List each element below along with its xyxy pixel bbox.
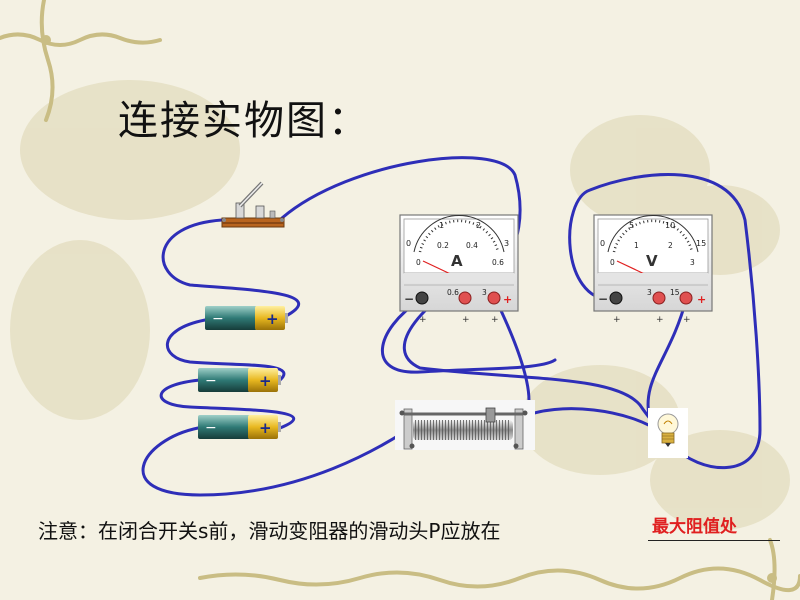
voltmeter-terminal-label-15: 15 xyxy=(670,288,680,297)
answer-blank-line xyxy=(648,540,780,541)
ammeter-icon[interactable]: 0 1 2 3 0.2 0.4 0 0.6 A − 0.6 3 + + + + xyxy=(399,214,519,325)
voltmeter-scale-top-0: 0 xyxy=(600,239,605,248)
knife-switch-icon[interactable] xyxy=(221,181,285,228)
voltmeter-scale-bottom-0: 0 xyxy=(610,258,615,267)
voltmeter-terminal-neg[interactable] xyxy=(609,291,623,305)
voltmeter-terminal-pos-label: + xyxy=(697,293,706,306)
ammeter-terminal-pos-label: + xyxy=(503,293,512,306)
voltmeter-scale-top-1: 5 xyxy=(629,221,634,230)
battery-pos-label: + xyxy=(266,310,279,328)
light-bulb-icon[interactable] xyxy=(648,408,688,458)
wire-rheostat-to-bulb xyxy=(518,407,662,434)
voltmeter-terminal-neg-label: − xyxy=(598,292,608,306)
voltmeter-scale-mid-0: 1 xyxy=(634,241,639,250)
voltmeter-scale-mid-1: 2 xyxy=(668,241,673,250)
page-title: 连接实物图： xyxy=(118,98,370,144)
voltmeter-scale-top-3: 15 xyxy=(696,239,706,248)
voltmeter-terminal-15[interactable] xyxy=(679,291,693,305)
wire-switch-to-battery xyxy=(161,218,301,318)
ammeter-terminal-mark: + xyxy=(462,315,470,325)
ammeter-scale-top-2: 2 xyxy=(476,221,481,230)
wire-battery2-to-battery3 xyxy=(159,378,296,430)
battery-icon-2[interactable]: − + xyxy=(198,368,281,392)
voltmeter-terminal-label-3: 3 xyxy=(647,288,652,297)
voltmeter-scale-bottom-1: 3 xyxy=(690,258,695,267)
wire-battery1-to-battery2 xyxy=(165,318,286,382)
ammeter-scale-bottom-1: 0.6 xyxy=(492,258,504,267)
wire-battery3-to-rheostat xyxy=(141,416,427,497)
battery-pos-label: + xyxy=(259,372,272,390)
voltmeter-icon[interactable]: 0 5 10 15 1 2 0 3 V − 3 15 + + + + xyxy=(593,214,713,325)
battery-neg-label: − xyxy=(205,373,217,389)
voltmeter-terminal-mark: + xyxy=(683,315,691,325)
ammeter-terminal-3[interactable] xyxy=(487,291,501,305)
voltmeter-terminal-mark: + xyxy=(613,315,621,325)
ammeter-terminal-label-0.6: 0.6 xyxy=(447,288,459,297)
ammeter-scale-top-0: 0 xyxy=(406,239,411,248)
voltmeter-terminal-mark: + xyxy=(656,315,664,325)
ammeter-scale-bottom-0: 0 xyxy=(416,258,421,267)
voltmeter-scale-top-2: 10 xyxy=(665,221,675,230)
battery-icon-3[interactable]: − + xyxy=(198,415,281,439)
note-text: 注意：在闭合开关s前，滑动变阻器的滑动头P应放在 xyxy=(38,519,501,543)
ammeter-terminal-neg-label: − xyxy=(404,292,414,306)
battery-neg-label: − xyxy=(212,311,224,327)
ammeter-scale-top-3: 3 xyxy=(504,239,509,248)
voltmeter-symbol: V xyxy=(646,252,658,270)
rheostat-icon[interactable] xyxy=(395,400,535,450)
ammeter-terminal-mark: + xyxy=(491,315,499,325)
ammeter-terminal-mark: + xyxy=(419,315,427,325)
battery-pos-label: + xyxy=(259,419,272,437)
ammeter-scale-top-1: 1 xyxy=(439,221,444,230)
ammeter-terminal-label-3: 3 xyxy=(482,288,487,297)
battery-icon-1[interactable]: − + xyxy=(205,306,288,330)
voltmeter-terminal-3[interactable] xyxy=(652,291,666,305)
ammeter-terminal-0.6[interactable] xyxy=(458,291,472,305)
wire-voltmeter-minus xyxy=(568,173,762,470)
rheostat-slider[interactable] xyxy=(485,407,496,423)
ammeter-scale-mid-0: 0.2 xyxy=(437,241,449,250)
battery-neg-label: − xyxy=(205,420,217,436)
ammeter-symbol: A xyxy=(451,252,463,270)
ammeter-terminal-neg[interactable] xyxy=(415,291,429,305)
answer-text: 最大阻值处 xyxy=(652,517,737,537)
wire-ammeter-to-rheostat xyxy=(380,298,557,374)
ammeter-scale-mid-1: 0.4 xyxy=(466,241,478,250)
